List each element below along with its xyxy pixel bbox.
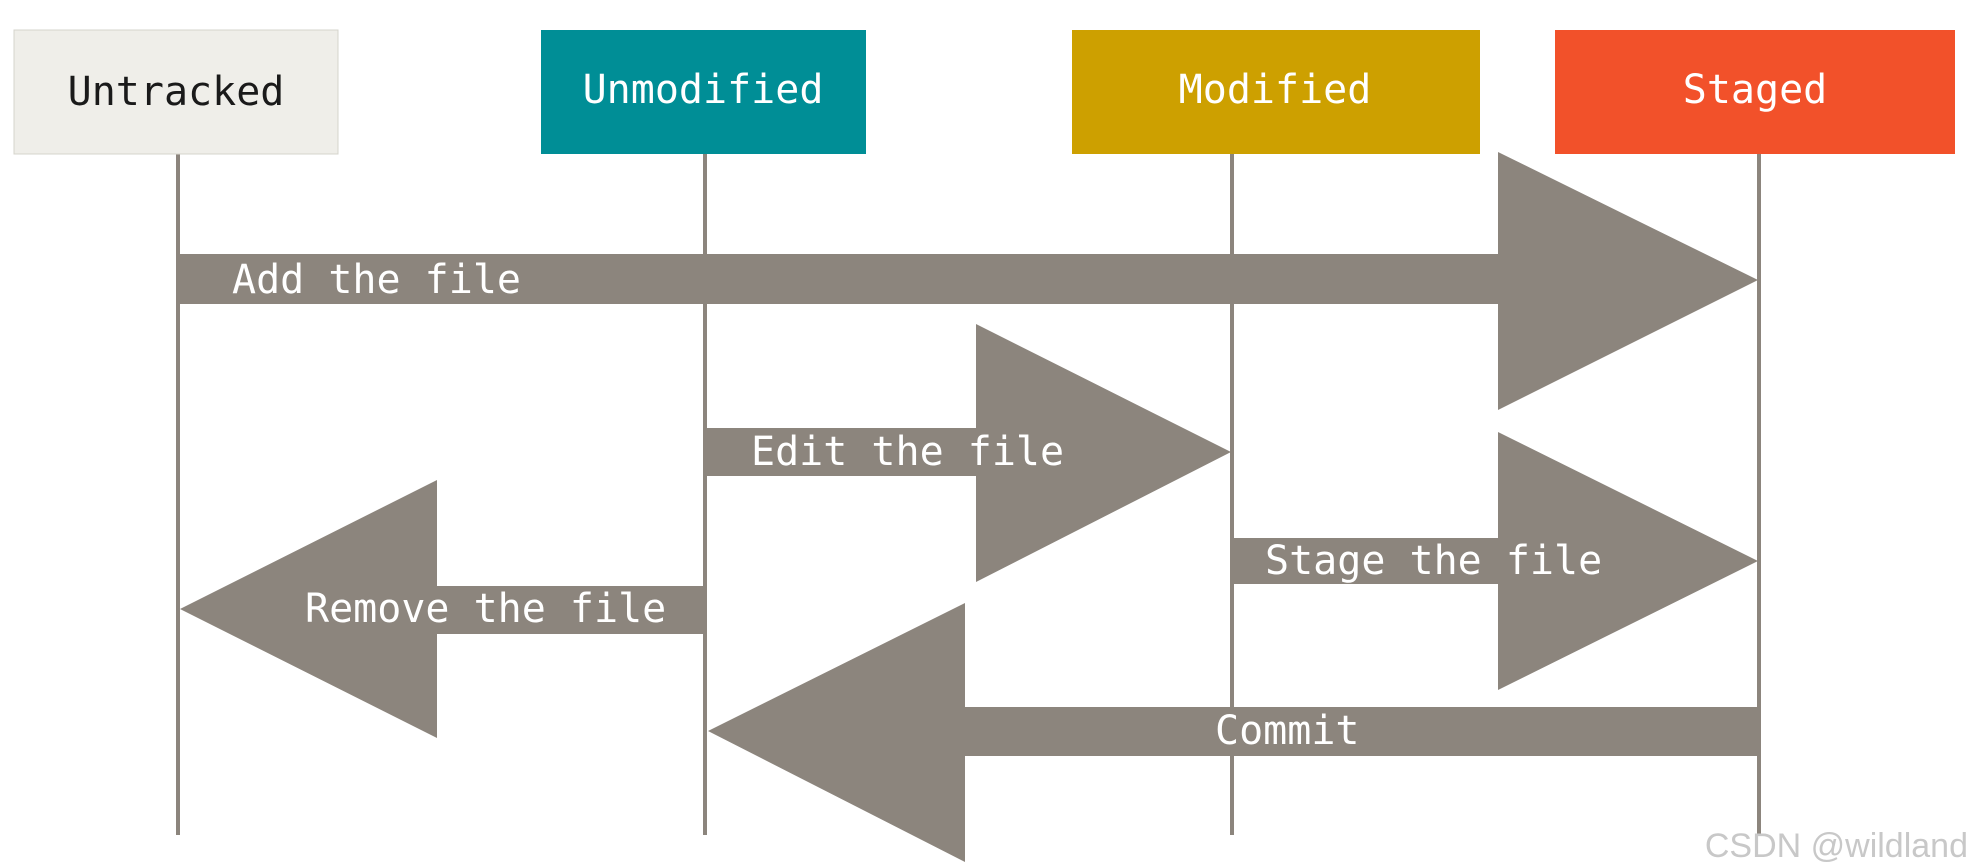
stage-arrow-shape [1234,432,1758,690]
add-arrow-label: Add the file [232,257,521,303]
state-untracked-label: Untracked [68,69,285,115]
state-unmodified: Unmodified [541,30,866,154]
state-staged-label: Staged [1683,67,1828,113]
state-staged: Staged [1555,30,1955,154]
remove-arrow-shape [180,480,703,738]
commit-arrow-label: Commit [1215,708,1360,754]
state-modified: Modified [1072,30,1480,154]
arrow-add-the-file: Add the file [180,152,1758,410]
state-staged-box [1555,30,1955,154]
state-unmodified-label: Unmodified [583,67,824,113]
state-modified-label: Modified [1179,67,1372,113]
state-unmodified-box [541,30,866,154]
commit-arrow-shape [708,603,1758,862]
arrow-stage-the-file: Stage the file [1234,432,1758,690]
state-modified-box [1072,30,1480,154]
watermark-text: CSDN @wildland [1704,827,1968,865]
edit-arrow-shape [707,324,1231,582]
arrow-remove-the-file: Remove the file [180,480,703,738]
arrow-commit: Commit [708,603,1758,862]
edit-arrow-label: Edit the file [751,429,1064,475]
stage-arrow-label: Stage the file [1265,538,1602,584]
add-arrow-shape [180,152,1758,410]
state-untracked: Untracked [13,29,339,155]
state-untracked-box [13,29,339,155]
arrow-edit-the-file: Edit the file [707,324,1231,582]
remove-arrow-label: Remove the file [305,586,666,632]
